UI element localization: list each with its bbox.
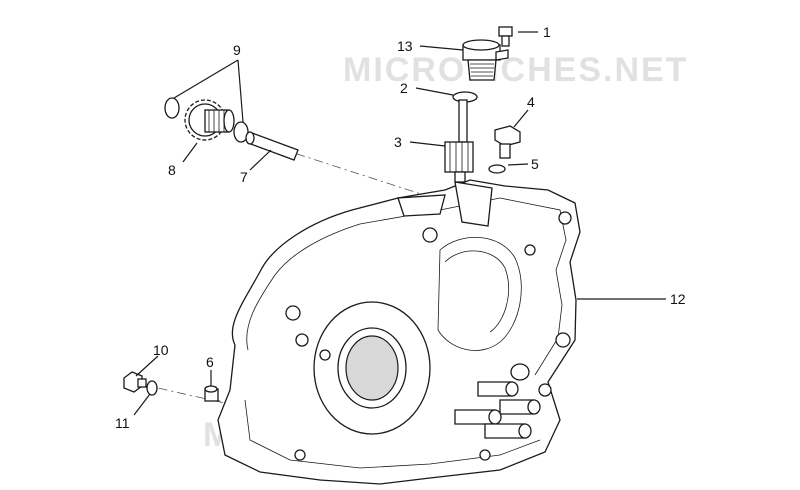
kickstart-gear xyxy=(184,99,235,141)
leader-10 xyxy=(135,355,159,377)
leader-11 xyxy=(133,393,151,416)
watermark-top: MICROFICHES.NET xyxy=(343,51,688,89)
callout-10: 10 xyxy=(153,342,169,358)
screw xyxy=(498,26,513,47)
axis-line-shaft xyxy=(259,141,456,206)
leader-4 xyxy=(513,109,529,128)
callout-12: 12 xyxy=(670,291,686,307)
drive-gear xyxy=(444,99,474,183)
leader-2 xyxy=(415,87,454,96)
callout-1: 1 xyxy=(543,24,551,40)
callout-6: 6 xyxy=(206,354,214,370)
leader-8 xyxy=(182,142,198,163)
drain-plug xyxy=(123,371,147,393)
callout-11: 11 xyxy=(115,415,130,431)
callout-8: 8 xyxy=(168,162,176,178)
seal-washer xyxy=(146,380,158,396)
washer xyxy=(488,164,506,174)
leader-9b xyxy=(237,59,244,123)
bolt xyxy=(494,125,521,159)
drive-housing xyxy=(462,39,509,81)
washer-left xyxy=(164,97,180,119)
callout-9: 9 xyxy=(233,42,241,58)
crankcase-half xyxy=(217,179,581,485)
callout-13: 13 xyxy=(397,38,413,54)
leader-5 xyxy=(507,163,529,166)
leader-9a xyxy=(173,59,239,99)
callout-2: 2 xyxy=(400,80,408,96)
callout-7: 7 xyxy=(240,169,248,185)
shaft xyxy=(245,131,299,161)
bolt-sleeves xyxy=(454,363,541,439)
callout-3: 3 xyxy=(394,134,402,150)
callout-5: 5 xyxy=(531,156,539,172)
leader-13 xyxy=(419,45,464,51)
dowel-pin xyxy=(204,385,219,402)
callout-4: 4 xyxy=(527,94,535,110)
leader-3 xyxy=(409,141,446,147)
leader-7 xyxy=(249,149,272,171)
